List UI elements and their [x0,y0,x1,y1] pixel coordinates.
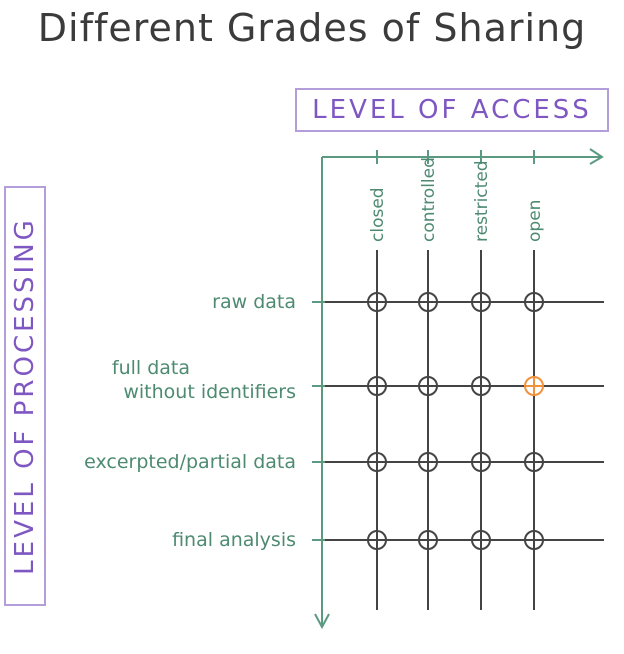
column-label-controlled: controlled [419,157,439,242]
row-label: final analysis [172,529,296,551]
level-of-access-label: LEVEL OF ACCESS [312,95,592,125]
row-label: raw data [212,291,296,313]
row-label-line: full data [112,357,190,379]
row-label: excerpted/partial data [84,451,296,473]
column-label-open: open [525,200,545,242]
column-label-closed: closed [368,187,388,242]
y-axis-arrow [314,613,330,630]
row-label-line: without identifiers [123,381,296,403]
diagram-title: Different Grades of Sharing [37,6,587,50]
x-axis-arrow [589,148,604,165]
level-of-access-box: LEVEL OF ACCESS [295,88,609,132]
column-label-restricted: restricted [472,160,492,242]
level-of-processing-box: LEVEL OF PROCESSING [4,186,46,606]
